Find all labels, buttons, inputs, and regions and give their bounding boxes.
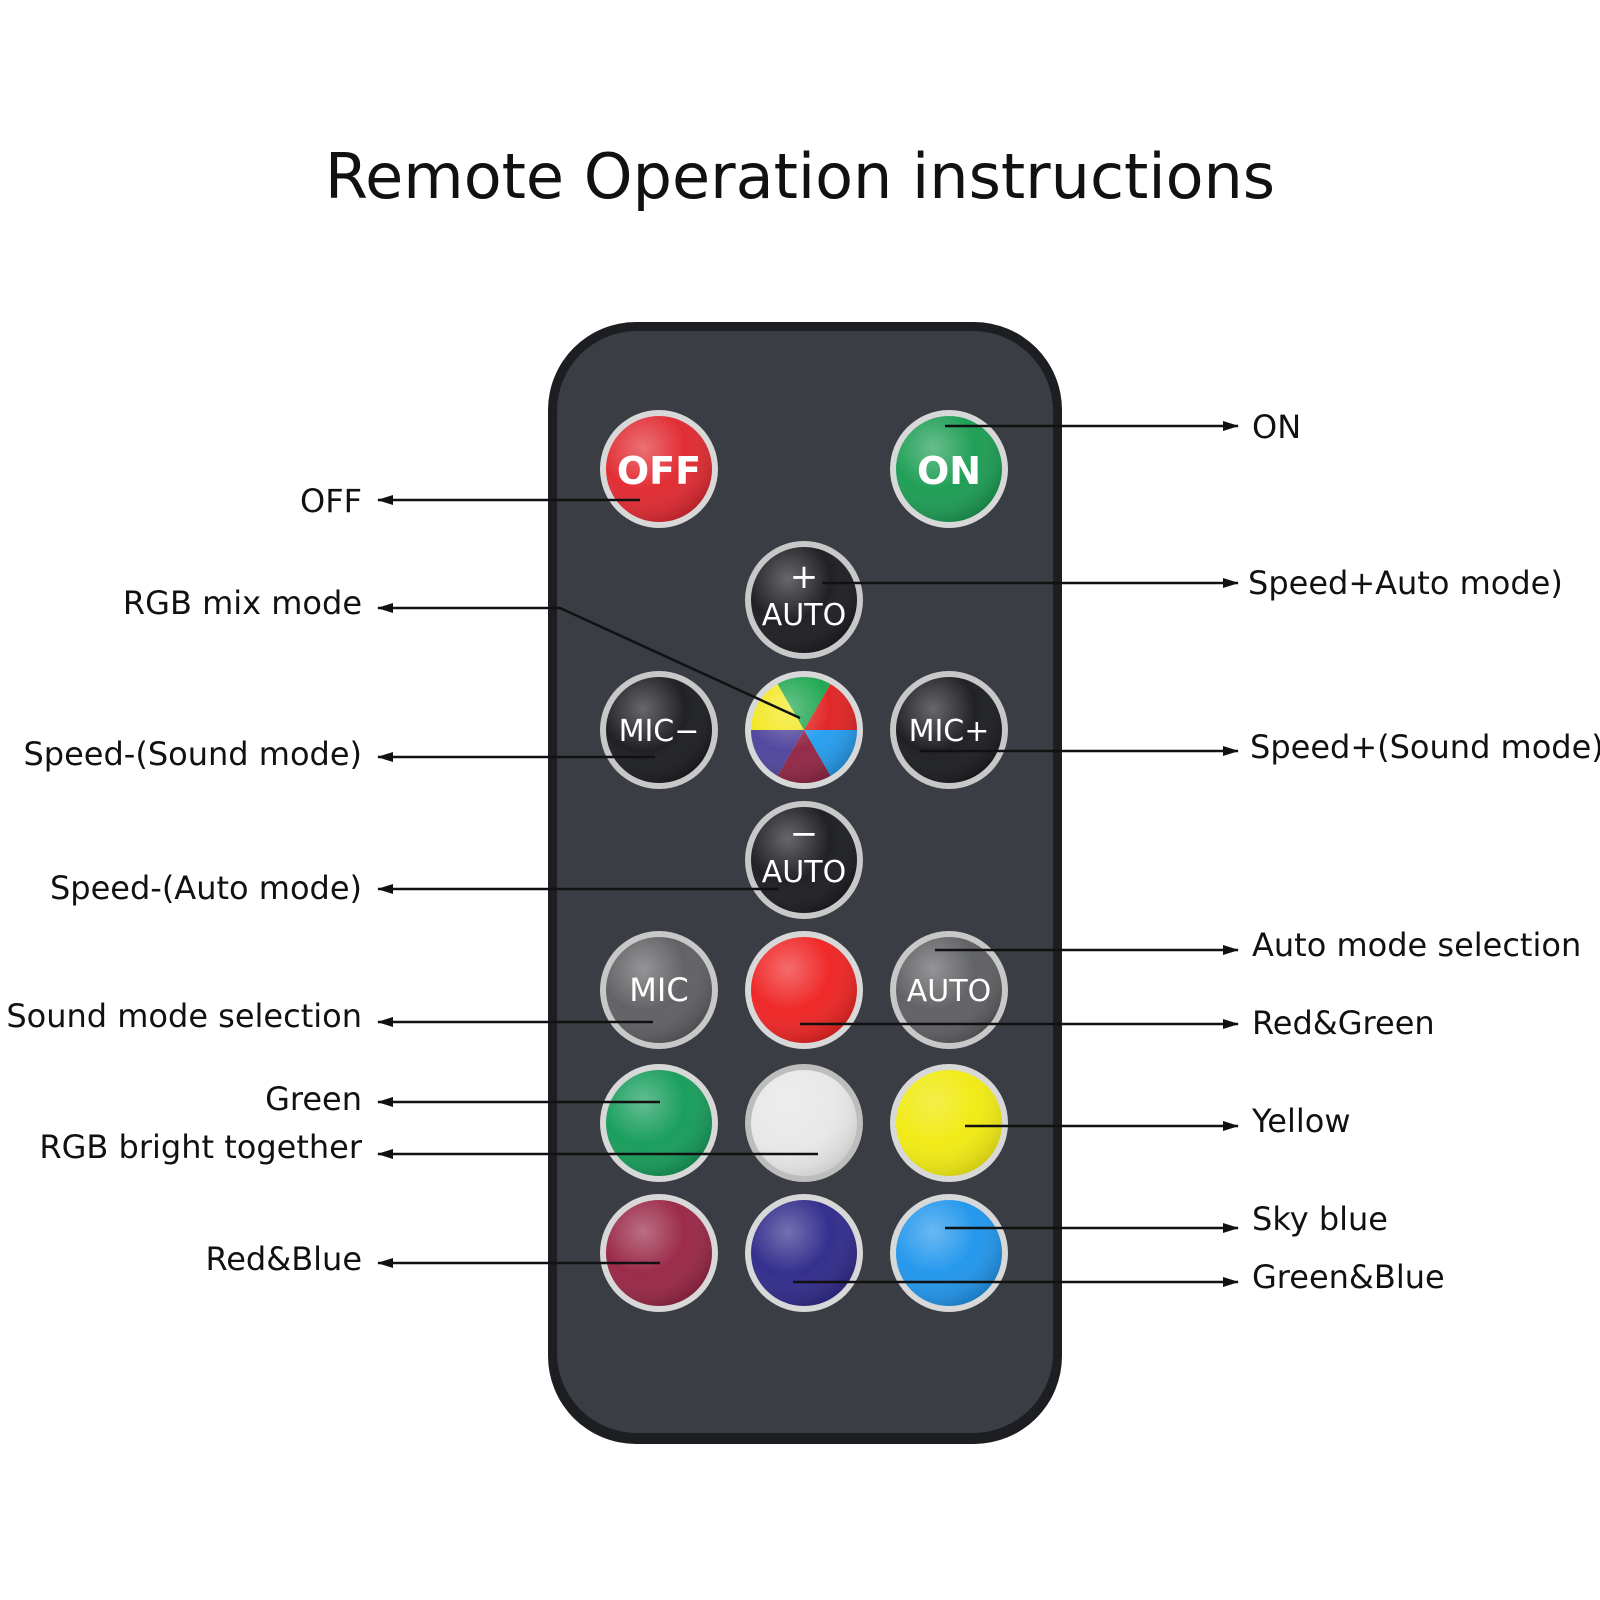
callout-line-rgb-mix <box>377 603 801 720</box>
label-sound-mode-selection: Sound mode selection <box>6 997 362 1035</box>
auto-mode-button[interactable]: AUTO <box>890 931 1008 1049</box>
mic-minus-button[interactable]: MIC− <box>600 671 718 789</box>
sky-blue-button[interactable] <box>890 1194 1008 1312</box>
label-sky-blue: Sky blue <box>1252 1200 1388 1238</box>
label-speed-plus-auto: Speed+Auto mode) <box>1248 564 1563 602</box>
plus-symbol: + <box>790 557 819 597</box>
label-yellow: Yellow <box>1251 1102 1351 1140</box>
speed-minus-auto-button[interactable]: − AUTO <box>745 801 863 919</box>
auto-label: AUTO <box>907 974 991 1009</box>
mic-label: MIC <box>629 971 688 1009</box>
mic-button[interactable]: MIC <box>600 931 718 1049</box>
speed-plus-auto-button[interactable]: + AUTO <box>745 541 863 659</box>
yellow-button[interactable] <box>890 1064 1008 1182</box>
green-blue-button[interactable] <box>745 1194 863 1312</box>
off-button[interactable]: OFF <box>600 410 718 528</box>
label-speed-plus-sound: Speed+(Sound mode) <box>1250 728 1600 766</box>
minus-symbol: − <box>790 814 819 854</box>
label-auto-mode-selection: Auto mode selection <box>1252 926 1581 964</box>
label-green-blue: Green&Blue <box>1252 1258 1445 1296</box>
rgb-bright-button[interactable] <box>745 1064 863 1182</box>
on-button[interactable]: ON <box>890 410 1008 528</box>
page-title: Remote Operation instructions <box>324 140 1276 213</box>
mic-plus-button[interactable]: MIC+ <box>890 671 1008 789</box>
label-rgb-bright: RGB bright together <box>39 1128 362 1166</box>
label-red-blue: Red&Blue <box>205 1240 362 1278</box>
rgb-mix-button[interactable] <box>745 671 863 789</box>
red-blue-button[interactable] <box>600 1194 718 1312</box>
on-button-label: ON <box>917 449 981 493</box>
mic-minus-label: MIC− <box>619 714 700 749</box>
red-green-button[interactable] <box>745 931 863 1049</box>
label-rgb-mix: RGB mix mode <box>123 584 362 622</box>
label-green: Green <box>265 1080 362 1118</box>
auto-label: AUTO <box>762 598 846 633</box>
label-speed-minus-sound: Speed-(Sound mode) <box>23 735 362 773</box>
off-button-label: OFF <box>617 449 701 493</box>
auto-label: AUTO <box>762 855 846 890</box>
label-off: OFF <box>300 482 362 520</box>
label-speed-minus-auto: Speed-(Auto mode) <box>50 869 362 907</box>
mic-plus-label: MIC+ <box>909 714 990 749</box>
label-on: ON <box>1252 408 1301 446</box>
green-button[interactable] <box>600 1064 718 1182</box>
label-red-green: Red&Green <box>1252 1004 1435 1042</box>
